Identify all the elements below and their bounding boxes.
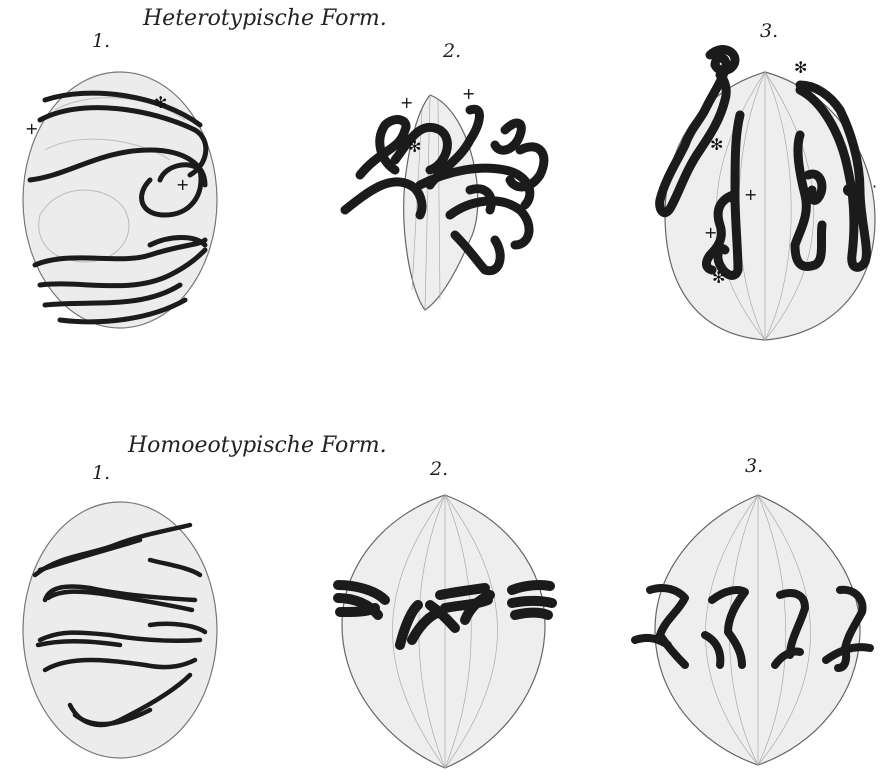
asterisk-mark: ✻: [408, 137, 421, 156]
kinetochore-dot: [727, 191, 739, 203]
kinetochore-dot: [843, 184, 855, 196]
hetero-figure-3: ✻ ✻ + + ✻ ·: [660, 50, 877, 340]
asterisk-mark: ✻: [154, 93, 167, 112]
asterisk-mark: ✻: [794, 58, 807, 77]
homoeo-figure-1: [23, 502, 217, 758]
plus-mark: +: [744, 185, 757, 204]
spindle-outline: [342, 495, 545, 768]
plus-mark: +: [462, 84, 475, 103]
asterisk-mark: ✻: [712, 268, 725, 287]
dot-mark: ·: [872, 177, 877, 196]
plus-mark: +: [400, 93, 413, 112]
hetero-figure-1: + ✻ +: [23, 72, 217, 328]
plus-mark: +: [176, 175, 189, 194]
plus-mark: +: [25, 119, 38, 138]
plus-mark: +: [704, 223, 717, 242]
spindle-outline: [655, 495, 860, 765]
hetero-figure-2: + + ✻: [345, 84, 544, 310]
asterisk-mark: ✻: [710, 135, 723, 154]
homoeo-figure-3: [635, 495, 870, 765]
homoeo-figure-2: [338, 495, 552, 768]
